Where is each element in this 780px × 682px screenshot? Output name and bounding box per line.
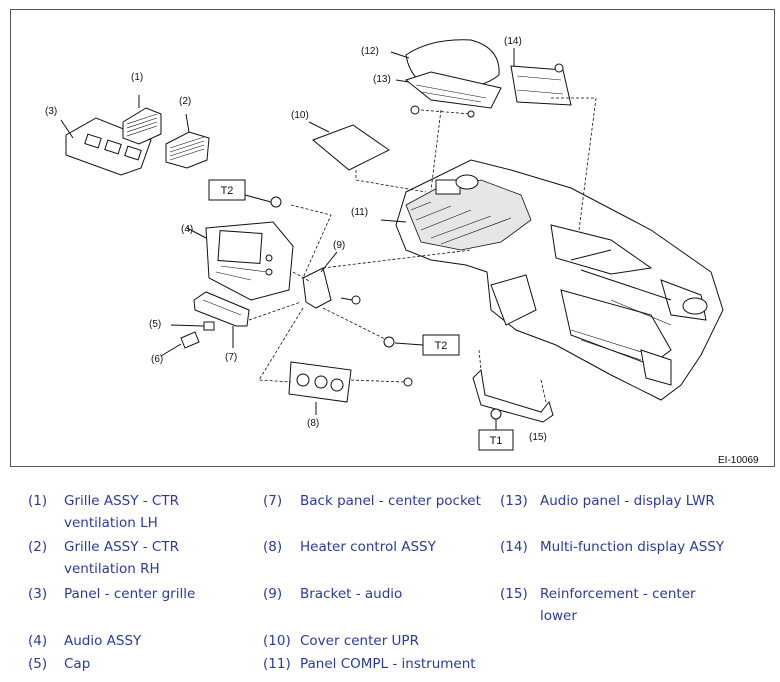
bolt-icon bbox=[383, 336, 395, 348]
leader-line bbox=[380, 219, 407, 223]
assembly-line bbox=[322, 307, 388, 341]
callout-14: (14) bbox=[504, 36, 522, 47]
bolt-icon bbox=[270, 196, 282, 208]
audio-assy-drawing bbox=[186, 221, 294, 301]
callout-8: (8) bbox=[307, 418, 319, 429]
grille-assy-drawing bbox=[60, 95, 210, 176]
back-panel-drawing bbox=[160, 291, 250, 357]
parts-legend: (1)Grille ASSY - CTR ventilation LH (2)G… bbox=[28, 493, 725, 672]
multi-function-display-drawing bbox=[510, 48, 597, 231]
callout-2: (2) bbox=[179, 96, 191, 107]
svg-text:T2: T2 bbox=[435, 340, 448, 352]
svg-text:T2: T2 bbox=[221, 185, 234, 197]
torque-label-t2-upper: T2 bbox=[208, 179, 272, 203]
cover-center-drawing bbox=[308, 121, 390, 171]
callout-3: (3) bbox=[45, 106, 57, 117]
assembly-line bbox=[292, 271, 312, 283]
callout-11: (11) bbox=[351, 207, 368, 218]
heater-control-drawing bbox=[288, 361, 413, 415]
torque-label-t2-lower: T2 bbox=[394, 334, 460, 356]
callout-4: (4) bbox=[181, 224, 193, 235]
callout-1: (1) bbox=[131, 72, 143, 83]
callout-15: (15) bbox=[529, 432, 547, 443]
assembly-line bbox=[258, 307, 304, 383]
reinforcement-drawing bbox=[472, 349, 554, 430]
callout-5: (5) bbox=[149, 319, 161, 330]
assembly-line bbox=[248, 301, 302, 321]
callout-6: (6) bbox=[151, 354, 163, 365]
callout-7: (7) bbox=[225, 352, 237, 363]
torque-label-t1: T1 bbox=[478, 429, 514, 451]
assembly-line bbox=[430, 109, 442, 191]
display-panel-drawing bbox=[390, 39, 502, 118]
callout-10: (10) bbox=[291, 110, 309, 121]
callout-9: (9) bbox=[333, 240, 345, 251]
callout-13: (13) bbox=[373, 74, 391, 85]
assembly-line bbox=[290, 204, 332, 279]
callout-12: (12) bbox=[361, 46, 379, 57]
bracket-drawing bbox=[302, 251, 361, 309]
exploded-diagram: T2 T2 T1 (1) (2) (3) (4) (5) (6) (7) (8)… bbox=[10, 9, 775, 467]
svg-text:T1: T1 bbox=[490, 435, 503, 447]
instrument-panel-drawing bbox=[395, 159, 724, 401]
diagram-drawing: T2 T2 T1 (1) (2) (3) (4) (5) (6) (7) (8)… bbox=[45, 36, 759, 466]
assembly-line bbox=[355, 170, 427, 193]
figure-id: EI-10069 bbox=[718, 455, 759, 466]
